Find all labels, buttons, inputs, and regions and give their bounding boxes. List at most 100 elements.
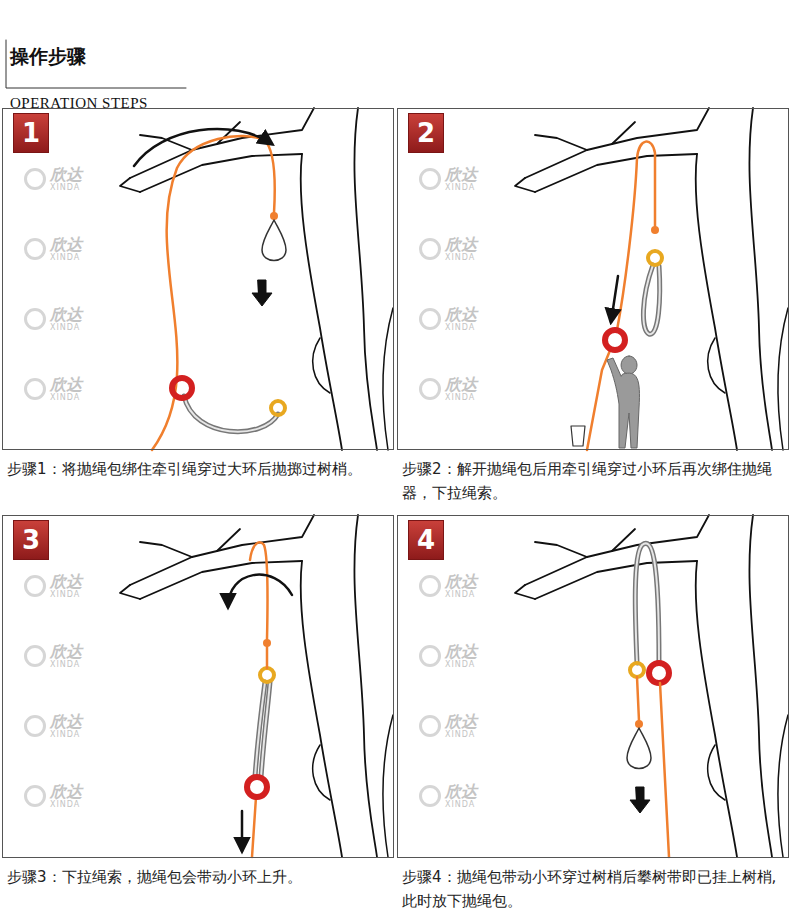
step-badge: 1 xyxy=(13,113,49,153)
step-panel: 步骤1：将抛绳包绑住牵引绳穿过大环后抛掷过树梢。1 xyxy=(2,108,394,450)
trunk-knot xyxy=(708,745,725,800)
watermark-text: XINDA xyxy=(50,184,82,193)
trunk-knot xyxy=(313,338,330,393)
watermark: 欣达XINDA xyxy=(24,713,82,739)
watermark-text: 欣达 xyxy=(445,643,477,661)
step-number: 3 xyxy=(22,527,40,553)
watermark-text: 欣达 xyxy=(50,643,82,661)
branch-edge xyxy=(130,108,314,178)
sling-core xyxy=(261,682,270,777)
watermark-text: XINDA xyxy=(50,591,82,600)
throw-bag xyxy=(262,220,286,261)
step-caption: 步骤2：解开抛绳包后用牵引绳穿过小环后再次绑住抛绳器，下拉绳索。 xyxy=(402,457,788,505)
sling xyxy=(635,543,659,663)
watermark-logo xyxy=(24,575,46,597)
rope xyxy=(617,142,655,330)
small-ring xyxy=(630,663,644,677)
motion-arrow xyxy=(241,811,244,851)
watermark-text: 欣达 xyxy=(50,713,82,731)
person-body xyxy=(607,358,639,448)
rope-knot xyxy=(635,720,643,728)
trunk-edge xyxy=(696,561,737,857)
sling xyxy=(261,682,270,777)
watermark-logo xyxy=(24,715,46,737)
small-ring xyxy=(271,401,285,415)
watermark-logo xyxy=(24,378,46,400)
title: 操作步骤 xyxy=(10,44,790,70)
trunk-edge xyxy=(301,154,342,450)
watermark: 欣达XINDA xyxy=(419,643,477,669)
step-number: 1 xyxy=(22,120,40,146)
large-ring xyxy=(172,378,192,398)
step-caption: 步骤3：下拉绳索，抛绳包会带动小环上升。 xyxy=(7,865,393,889)
trunk-edge xyxy=(749,515,772,857)
watermark-text: XINDA xyxy=(445,254,477,263)
large-ring xyxy=(649,663,669,683)
watermark-text: XINDA xyxy=(445,591,477,600)
sling xyxy=(643,265,659,334)
watermark-text: 欣达 xyxy=(50,783,82,801)
watermark-text: 欣达 xyxy=(445,783,477,801)
rope xyxy=(252,797,256,857)
bark-line xyxy=(778,308,788,450)
watermark-logo xyxy=(419,785,441,807)
trunk-knot xyxy=(313,745,330,800)
watermark-logo xyxy=(24,308,46,330)
watermark-text: 欣达 xyxy=(445,166,477,184)
twig xyxy=(120,122,240,192)
watermark-text: 欣达 xyxy=(445,573,477,591)
watermark-logo xyxy=(24,238,46,260)
watermark: 欣达XINDA xyxy=(419,376,477,402)
rope xyxy=(587,348,611,450)
trunk-edge xyxy=(749,108,772,450)
watermark-text: 欣达 xyxy=(445,236,477,254)
rope xyxy=(266,647,269,668)
trunk-edge xyxy=(354,108,377,450)
branch-edge xyxy=(140,154,302,192)
step-badge: 4 xyxy=(408,520,444,560)
trunk-edge xyxy=(696,154,737,450)
watermark: 欣达XINDA xyxy=(24,236,82,262)
trunk-edge xyxy=(301,561,342,857)
watermark: 欣达XINDA xyxy=(419,306,477,332)
watermark: 欣达XINDA xyxy=(419,713,477,739)
sling-core xyxy=(184,396,278,432)
rope-knot xyxy=(651,226,659,234)
twig xyxy=(515,122,635,192)
step-badge: 3 xyxy=(13,520,49,560)
watermark: 欣达XINDA xyxy=(24,376,82,402)
twig xyxy=(515,529,635,599)
bucket xyxy=(571,426,585,446)
down-arrow xyxy=(630,787,650,813)
motion-arrow xyxy=(228,575,292,607)
watermark-text: 欣达 xyxy=(50,573,82,591)
rope xyxy=(250,542,268,639)
step-panel: 步骤2：解开抛绳包后用牵引绳穿过小环后再次绑住抛绳器，下拉绳索。2 xyxy=(397,108,789,450)
rope xyxy=(637,677,639,721)
watermark: 欣达XINDA xyxy=(24,783,82,809)
watermark-text: XINDA xyxy=(445,731,477,740)
large-ring xyxy=(247,777,267,797)
rope xyxy=(660,683,669,857)
watermark: 欣达XINDA xyxy=(419,236,477,262)
watermark-logo xyxy=(24,168,46,190)
step-caption: 步骤4：抛绳包带动小环穿过树梢后攀树带即已挂上树梢,此时放下抛绳包。 xyxy=(402,865,788,913)
watermark-logo xyxy=(419,575,441,597)
branch-edge xyxy=(525,515,709,585)
watermark-text: 欣达 xyxy=(50,236,82,254)
small-ring xyxy=(648,251,662,265)
trunk-edge xyxy=(354,515,377,857)
bark-line xyxy=(778,715,788,857)
watermark-logo xyxy=(419,715,441,737)
rope xyxy=(152,136,275,450)
watermark-logo xyxy=(419,168,441,190)
step-caption: 步骤1：将抛绳包绑住牵引绳穿过大环后抛掷过树梢。 xyxy=(7,457,393,481)
watermark-logo xyxy=(419,378,441,400)
watermark-text: 欣达 xyxy=(50,166,82,184)
small-ring xyxy=(260,668,274,682)
watermark: 欣达XINDA xyxy=(419,783,477,809)
twig xyxy=(120,529,240,599)
watermark-text: 欣达 xyxy=(50,306,82,324)
watermark: 欣达XINDA xyxy=(24,643,82,669)
watermark-text: 欣达 xyxy=(445,713,477,731)
